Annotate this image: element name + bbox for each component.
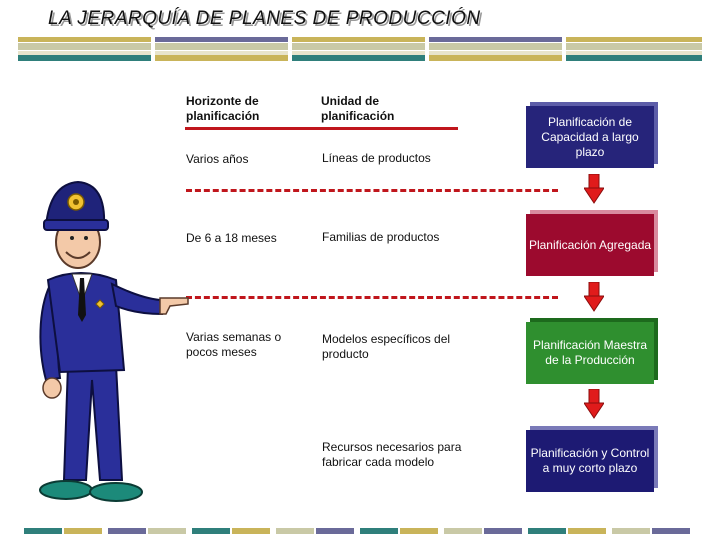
header-underline <box>185 127 458 130</box>
row-1-horizon: Varios años <box>186 152 249 166</box>
horizon-column-header: Horizonte de planificación <box>186 94 260 123</box>
row-3-horizon: Varias semanas o pocos meses <box>186 330 282 359</box>
row-3-unit: Modelos específicos del producto <box>322 332 451 361</box>
row-2-unit: Familias de productos <box>322 230 440 244</box>
row-1-unit: Líneas de productos <box>322 151 431 165</box>
unit-column-header: Unidad de planificación <box>321 94 395 123</box>
row-2-horizon: De 6 a 18 meses <box>186 231 277 245</box>
red-down-arrow-icon <box>584 174 604 204</box>
plan-box-short-term: Planificación y Control a muy corto plaz… <box>526 430 654 492</box>
red-down-arrow-icon <box>584 389 604 419</box>
page-title: LA JERARQUÍA DE PLANES DE PRODUCCIÓN <box>48 8 481 29</box>
row-separator-2 <box>186 296 558 299</box>
plan-box-master: Planificación Maestra de la Producción <box>526 322 654 384</box>
plan-box-capacity: Planificación de Capacidad a largo plazo <box>526 106 654 168</box>
red-down-arrow-icon <box>584 282 604 312</box>
row-4-unit: Recursos necesarios para fabricar cada m… <box>322 440 462 469</box>
header-decoration-band <box>18 37 702 61</box>
police-officer-pointing-illustration <box>39 180 189 502</box>
plan-box-aggregate: Planificación Agregada <box>526 214 654 276</box>
row-separator-1 <box>186 189 558 192</box>
footer-decoration-bar <box>24 528 696 534</box>
